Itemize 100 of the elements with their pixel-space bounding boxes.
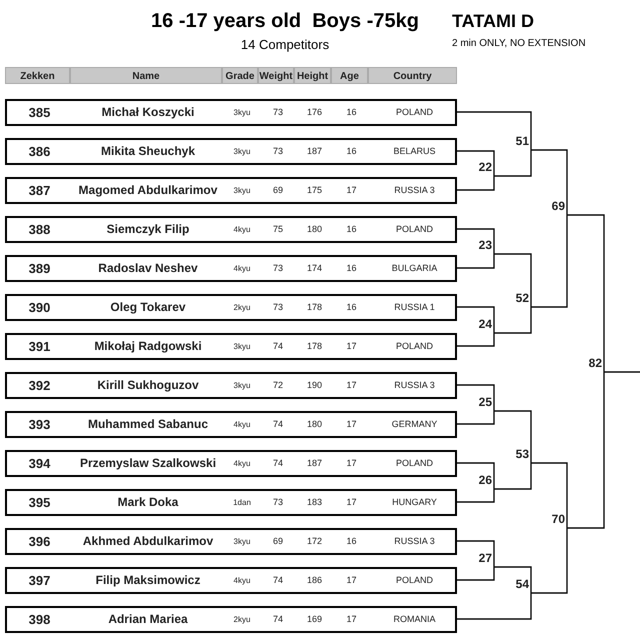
age: 17 <box>345 574 358 587</box>
bracket-line <box>457 593 532 620</box>
height: 169 <box>306 613 324 626</box>
subtitle: 14 Competitors <box>240 37 330 52</box>
country: HUNGARY <box>391 496 438 509</box>
bracket-line <box>457 176 495 191</box>
bracket-line <box>457 228 495 254</box>
bracket-line <box>457 540 495 567</box>
grade: 4kyu <box>232 458 252 470</box>
weight: 73 <box>272 496 284 509</box>
competitor-name: Akhmed Abdulkarimov <box>82 533 214 550</box>
bracket-line <box>531 528 568 594</box>
match-number: 52 <box>505 291 529 306</box>
bracket-line <box>494 566 532 593</box>
competitor-name: Muhammed Sabanuc <box>86 416 210 433</box>
competitor-name: Przemyslaw Szalkowski <box>78 455 218 472</box>
bracket-line <box>457 333 495 347</box>
country: POLAND <box>394 340 434 353</box>
country: POLAND <box>394 106 434 119</box>
grade: 3kyu <box>232 185 252 197</box>
bib-number: 387 <box>28 182 52 200</box>
match-number: 26 <box>468 473 492 488</box>
bracket-line <box>531 462 568 528</box>
grade: 1dan <box>232 497 252 509</box>
grade: 2kyu <box>232 614 252 626</box>
column-header: Grade <box>222 67 258 84</box>
country: BELARUS <box>392 145 437 158</box>
bracket-line <box>457 411 495 425</box>
height: 190 <box>306 379 324 392</box>
weight: 74 <box>272 574 284 587</box>
weight: 73 <box>272 145 284 158</box>
match-number: 23 <box>468 238 492 253</box>
grade: 4kyu <box>232 419 252 431</box>
competitor-row <box>5 567 457 594</box>
competitor-row <box>5 606 457 633</box>
country: RUSSIA 1 <box>393 301 436 314</box>
weight: 69 <box>272 184 284 197</box>
weight: 74 <box>272 613 284 626</box>
bib-number: 398 <box>28 611 52 629</box>
competitor-row <box>5 255 457 282</box>
bracket-line <box>457 306 495 333</box>
column-header: Country <box>368 67 457 84</box>
bib-number: 391 <box>28 338 52 356</box>
bracket-line <box>567 214 605 372</box>
age: 17 <box>345 340 358 353</box>
bracket-line <box>567 372 605 529</box>
bracket-line <box>494 307 532 334</box>
bracket-line <box>457 111 532 150</box>
competitor-row <box>5 138 457 165</box>
column-header: Age <box>331 67 368 84</box>
match-number: 25 <box>468 395 492 410</box>
age: 17 <box>345 613 358 626</box>
height: 180 <box>306 223 324 236</box>
competitor-row <box>5 294 457 321</box>
height: 178 <box>306 340 324 353</box>
grade: 3kyu <box>232 536 252 548</box>
country: BULGARIA <box>390 262 438 275</box>
weight: 72 <box>272 379 284 392</box>
height: 175 <box>306 184 324 197</box>
bib-number: 388 <box>28 221 52 239</box>
match-number: 70 <box>541 512 565 527</box>
age: 16 <box>345 301 358 314</box>
bib-number: 389 <box>28 260 52 278</box>
weight: 73 <box>272 262 284 275</box>
competitor-row <box>5 450 457 477</box>
competitor-name: Kirill Sukhoguzov <box>96 377 200 394</box>
country: POLAND <box>394 457 434 470</box>
bracket-line <box>457 150 495 176</box>
grade: 4kyu <box>232 224 252 236</box>
competitor-row <box>5 333 457 360</box>
match-number: 69 <box>541 199 565 214</box>
age: 16 <box>345 106 358 119</box>
country: POLAND <box>394 223 434 236</box>
country: RUSSIA 3 <box>393 184 436 197</box>
grade: 4kyu <box>232 263 252 275</box>
country: ROMANIA <box>392 613 436 626</box>
grade: 3kyu <box>232 146 252 158</box>
height: 186 <box>306 574 324 587</box>
bracket-line <box>494 150 532 177</box>
column-header: Weight <box>258 67 294 84</box>
country: RUSSIA 3 <box>393 535 436 548</box>
rule-note: 2 min ONLY, NO EXTENSION <box>452 38 587 49</box>
bracket-line <box>457 254 495 269</box>
competitor-name: Mikita Sheuchyk <box>100 143 196 160</box>
country: RUSSIA 3 <box>393 379 436 392</box>
grade: 3kyu <box>232 341 252 353</box>
weight: 69 <box>272 535 284 548</box>
age: 17 <box>345 379 358 392</box>
bib-number: 392 <box>28 377 52 395</box>
competitor-name: Mikołaj Radgowski <box>93 338 203 355</box>
country: POLAND <box>394 574 434 587</box>
competitor-row <box>5 99 457 126</box>
age: 17 <box>345 457 358 470</box>
match-number: 82 <box>578 356 602 371</box>
bracket-line <box>457 462 495 489</box>
bib-number: 397 <box>28 572 52 590</box>
competitor-name: Michał Koszycki <box>100 104 196 121</box>
competitor-name: Oleg Tokarev <box>109 299 187 316</box>
bib-number: 395 <box>28 494 52 512</box>
competitor-row <box>5 372 457 399</box>
